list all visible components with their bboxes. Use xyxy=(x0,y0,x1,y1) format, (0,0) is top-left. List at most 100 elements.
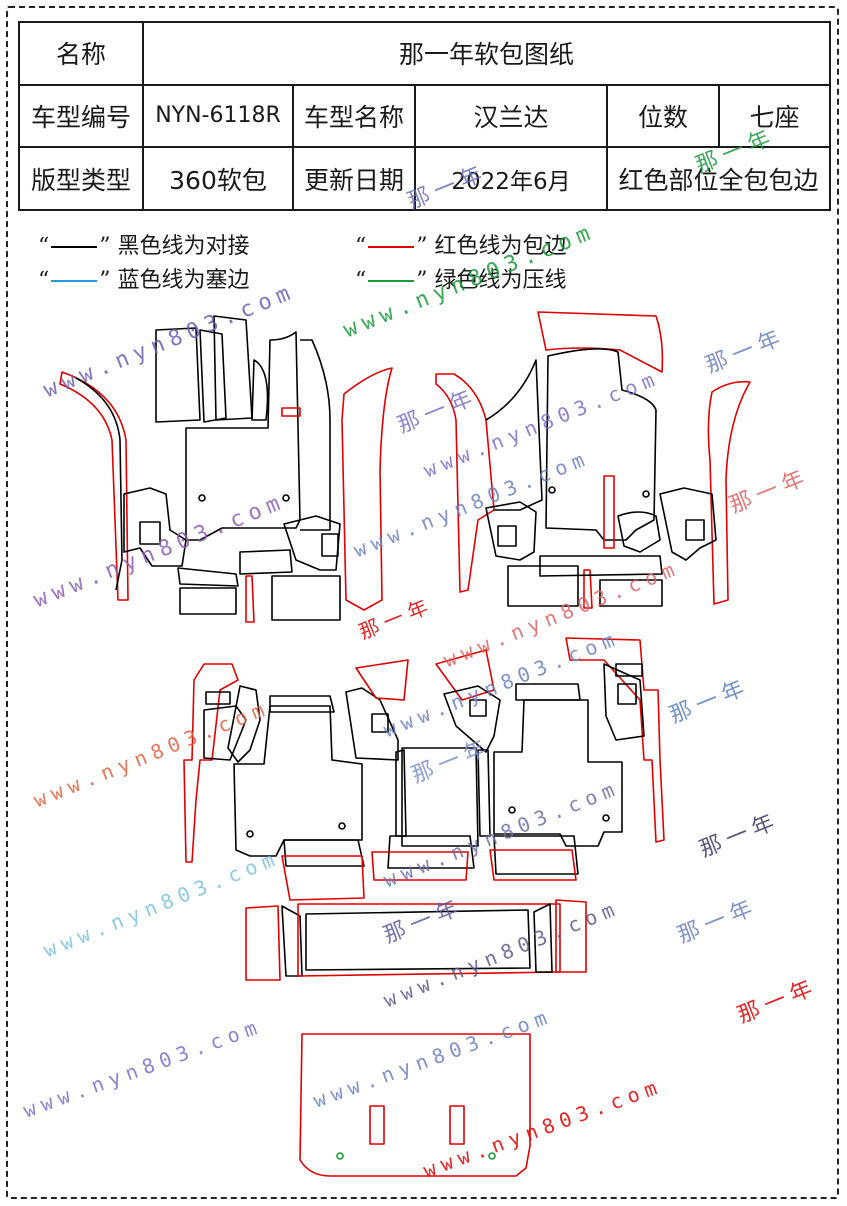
right-connector xyxy=(539,555,663,577)
front-right-pieces xyxy=(435,311,751,609)
legend-black-text: 黑色线为对接 xyxy=(117,234,250,259)
trunk-mat-outline xyxy=(299,1033,531,1177)
left-pillar-trim xyxy=(59,371,129,601)
center-oval-1 xyxy=(251,359,269,421)
trunk-hole xyxy=(336,1152,344,1160)
model-no-label: 车型编号 xyxy=(18,83,144,149)
left-hump-piece xyxy=(123,487,187,567)
right-mid-hump xyxy=(485,501,537,561)
spec-table: 名称 那一年软包图纸 车型编号 NYN-6118R 车型名称 汉兰达 位数 七座… xyxy=(18,21,832,211)
legend-red: “” 红色线为包边 xyxy=(355,234,567,259)
row2-left-mat xyxy=(233,705,363,857)
page-border xyxy=(6,6,839,1199)
row3-left-red xyxy=(245,905,281,981)
left-pillar-inner xyxy=(75,377,123,591)
right-bottom-box-1 xyxy=(507,565,579,607)
type-label: 版型类型 xyxy=(18,146,144,211)
row2-center-panel xyxy=(401,747,479,847)
legend-blue: “” 蓝色线为塞边 xyxy=(38,268,250,293)
row3-center-black xyxy=(305,909,531,971)
right-left-pillar xyxy=(435,373,495,593)
date-label: 更新日期 xyxy=(292,146,416,211)
row2-left-tunnel-top xyxy=(355,659,409,701)
right-mid-rail-box xyxy=(497,525,517,547)
right-main-floor xyxy=(545,348,657,541)
row3-right-red xyxy=(555,899,587,973)
floor-hole xyxy=(508,806,516,814)
right-pillar-strip xyxy=(485,359,543,511)
seats-value: 七座 xyxy=(717,83,832,149)
floor-hole xyxy=(642,490,650,498)
trunk-slot-right xyxy=(449,1105,465,1145)
row2-right-top-flap xyxy=(515,683,581,701)
row2-left-top-flap xyxy=(269,695,335,713)
mid-red-strip xyxy=(245,575,255,623)
legend-green-text: 绿色线为压线 xyxy=(434,268,567,293)
mid-connector xyxy=(239,549,293,575)
right-outer-trim xyxy=(565,637,665,843)
row2-left-tunnel xyxy=(345,687,399,761)
legend-red-text: 红色线为包边 xyxy=(434,234,567,259)
row2-mid-bottom-red xyxy=(371,851,469,881)
right-door-trim xyxy=(707,380,751,605)
left-console-panel xyxy=(155,327,201,423)
floor-hole xyxy=(282,494,290,502)
third-row-pieces xyxy=(245,899,587,981)
floor-hole xyxy=(198,494,206,502)
type-value: 360软包 xyxy=(142,146,294,211)
right-seat-box xyxy=(617,683,637,705)
red-note: 红色部位全包包边 xyxy=(605,146,832,211)
left-bottom-box xyxy=(179,587,237,615)
trunk-slot-left xyxy=(369,1105,385,1145)
blue-line-swatch xyxy=(51,280,98,282)
model-no-value: NYN-6118R xyxy=(142,83,294,149)
seats-label: 位数 xyxy=(606,83,720,149)
second-row-pieces xyxy=(183,637,665,901)
row2-left-bottom-hump xyxy=(283,839,365,867)
model-name-label: 车型名称 xyxy=(292,83,416,149)
main-floor-left xyxy=(185,331,301,541)
row2-center-strip-l xyxy=(395,749,407,837)
floor-hole xyxy=(548,486,556,494)
legend-black: “” 黑色线为对接 xyxy=(38,234,250,259)
front-left-pieces xyxy=(59,315,393,623)
left-seat-rail-box xyxy=(139,521,161,545)
row-name: 名称 那一年软包图纸 xyxy=(18,21,832,86)
right-bottom-box-2 xyxy=(599,579,663,607)
row-type: 版型类型 360软包 更新日期 2022年6月 红色部位全包包边 xyxy=(18,146,832,211)
green-line-swatch xyxy=(368,280,415,282)
floor-hole xyxy=(338,822,346,830)
red-line-swatch xyxy=(368,246,415,248)
right-vertical-slot xyxy=(603,475,615,549)
trunk-hole xyxy=(488,1152,496,1160)
left-outer-trim xyxy=(183,663,239,863)
row2-right-mat xyxy=(493,699,623,847)
right-seat-rail-box xyxy=(685,519,705,541)
row2-center-strip-r xyxy=(477,749,491,837)
row2-right-tunnel xyxy=(443,685,501,753)
left-side-strip xyxy=(300,339,331,531)
right-hump-piece xyxy=(659,487,717,561)
left-pillar-block xyxy=(203,705,247,761)
mid-seat-rail-box xyxy=(321,533,339,557)
row2-right-tunnel-top xyxy=(435,649,495,701)
left-angled-flap xyxy=(227,685,261,763)
mid-bottom-box xyxy=(271,575,341,621)
right-red-strip xyxy=(583,569,593,609)
name-label: 名称 xyxy=(18,21,144,86)
row-model: 车型编号 NYN-6118R 车型名称 汉兰达 位数 七座 xyxy=(18,83,832,149)
left-bottom-piece xyxy=(177,567,239,587)
row2-left-bottom-red xyxy=(281,855,365,901)
right-door-strip xyxy=(341,367,393,611)
row3-center-red xyxy=(297,903,561,977)
date-value: 2022年6月 xyxy=(414,146,608,211)
row2-right-bottom-hump xyxy=(493,835,579,875)
right-pillar-block xyxy=(603,663,645,741)
center-console-top xyxy=(213,315,253,421)
right-top-panel xyxy=(537,311,664,373)
mid-hump-piece xyxy=(283,515,341,571)
row2-left-rail-box xyxy=(371,713,389,733)
row2-right-rail-box xyxy=(469,699,487,717)
right-small-box xyxy=(615,663,643,677)
black-line-swatch xyxy=(51,246,98,248)
